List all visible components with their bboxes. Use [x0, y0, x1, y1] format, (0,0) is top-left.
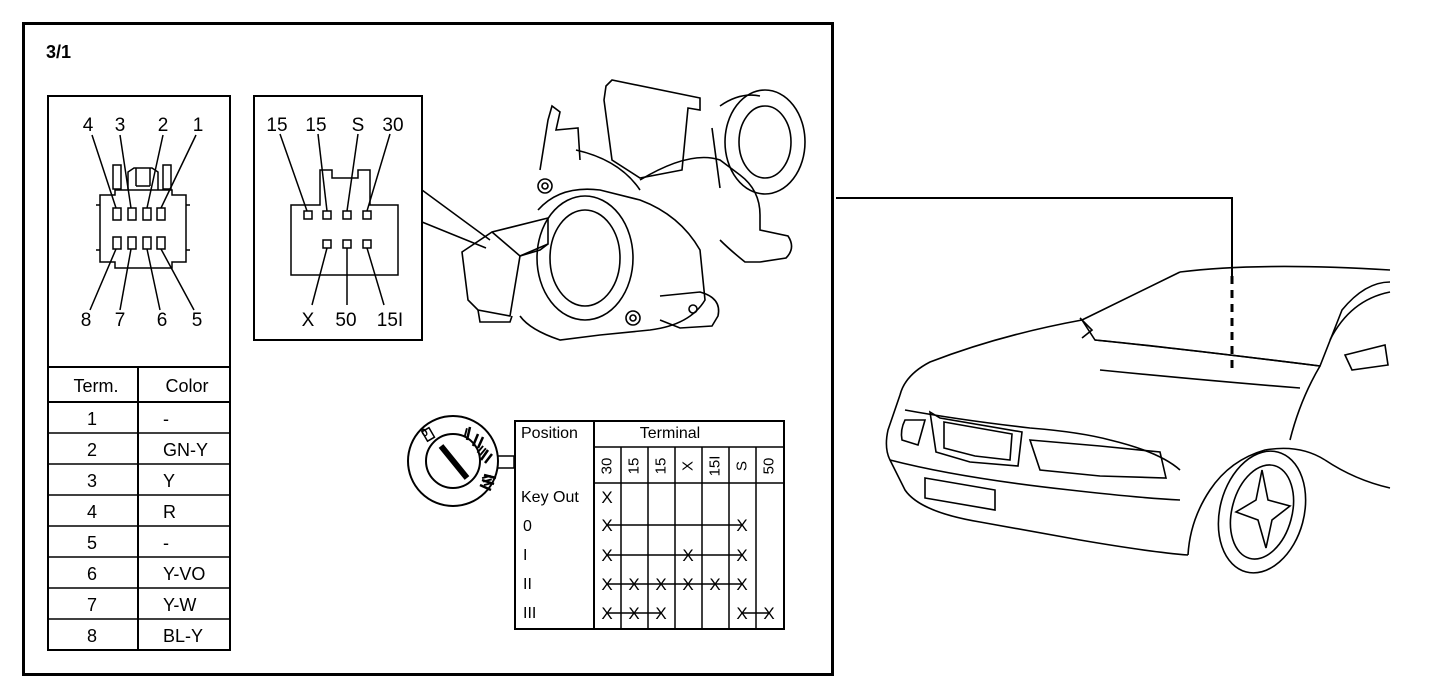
- connector-b-panel: [253, 95, 423, 341]
- color-table-term-5: 5: [86, 533, 98, 553]
- pin-label-1: 1: [192, 115, 204, 136]
- terminal-mark: X: [601, 488, 612, 507]
- terminal-mark: X: [709, 575, 720, 594]
- pin-label-5: 5: [191, 310, 203, 331]
- position-table-grid: [514, 420, 785, 630]
- pin-label-8: 8: [80, 310, 92, 331]
- terminal-label-50: 50: [335, 310, 357, 331]
- color-table-term-2: 2: [86, 440, 98, 460]
- color-table-term-3: 3: [86, 471, 98, 491]
- pin-label-2: 2: [157, 115, 169, 136]
- terminal-mark: X: [655, 604, 666, 623]
- terminal-mark: X: [601, 575, 612, 594]
- terminal-mark: X: [601, 516, 612, 535]
- terminal-label-x: X: [301, 310, 315, 331]
- terminal-label-15b: 15: [305, 115, 327, 136]
- terminal-mark: X: [736, 546, 747, 565]
- terminal-mark: X: [601, 546, 612, 565]
- key-dial-drawing: [407, 415, 515, 507]
- color-table-color-6: Y-VO: [163, 564, 206, 584]
- pin-label-7: 7: [114, 310, 126, 331]
- color-table-color-7: Y-W: [163, 595, 197, 615]
- color-table-term-8: 8: [86, 626, 98, 646]
- terminal-mark: X: [736, 604, 747, 623]
- diagram-frame: [22, 22, 834, 676]
- terminal-mark: X: [763, 604, 774, 623]
- position-table-terminal-x: X: [679, 460, 697, 472]
- pin-label-4: 4: [82, 115, 94, 136]
- color-table-term-4: 4: [86, 502, 98, 522]
- position-table-terminal-15a: 15: [625, 457, 643, 475]
- color-table-color-8: BL-Y: [163, 626, 204, 646]
- position-row-label-iii: III: [523, 605, 537, 622]
- terminal-mark: X: [682, 575, 693, 594]
- position-row-label-i: I: [523, 547, 528, 564]
- ignition-switch-drawing: [461, 79, 806, 341]
- terminal-label-15a: 15: [266, 115, 288, 136]
- terminal-mark: X: [601, 604, 612, 623]
- position-table-terminal-s: S: [733, 460, 751, 472]
- position-row-label-ii: II: [523, 576, 532, 593]
- position-row-label-key-out: Key Out: [521, 489, 579, 506]
- car-drawing: [885, 265, 1391, 574]
- terminal-label-s: S: [351, 115, 365, 136]
- pin-label-3: 3: [114, 115, 126, 136]
- terminal-mark: X: [736, 516, 747, 535]
- connector-a-drawing: [89, 134, 197, 311]
- terminal-mark: X: [628, 575, 639, 594]
- color-table-color-2: GN-Y: [163, 440, 208, 460]
- pin-label-6: 6: [156, 310, 168, 331]
- terminal-mark: X: [682, 546, 693, 565]
- terminal-mark: X: [628, 604, 639, 623]
- terminal-label-15i: 15I: [376, 310, 404, 331]
- color-table-term-1: 1: [86, 409, 98, 429]
- terminal-mark: X: [655, 575, 666, 594]
- position-table-terminal-15b: 15: [652, 457, 670, 475]
- position-table-header-position: Position: [521, 425, 578, 442]
- connector-b-drawing: [279, 133, 399, 306]
- position-table-terminal-50: 50: [760, 457, 778, 475]
- color-table-header-color: Color: [165, 376, 209, 396]
- color-table-color-5: -: [163, 533, 169, 553]
- color-table-term-7: 7: [86, 595, 98, 615]
- terminal-label-30: 30: [382, 115, 404, 136]
- terminal-mark: X: [736, 575, 747, 594]
- position-table-terminal-15i: 15I: [706, 455, 724, 477]
- position-row-label-0: 0: [523, 518, 532, 535]
- color-table-header-term: Term.: [73, 376, 119, 396]
- color-table-color-1: -: [163, 409, 169, 429]
- color-table-color-3: Y: [163, 471, 176, 491]
- position-table-terminal-30: 30: [598, 457, 616, 475]
- position-table-header-terminal: Terminal: [639, 425, 701, 442]
- color-table-color-4: R: [163, 502, 176, 522]
- figure-id: 3/1: [46, 42, 72, 62]
- color-table-term-6: 6: [86, 564, 98, 584]
